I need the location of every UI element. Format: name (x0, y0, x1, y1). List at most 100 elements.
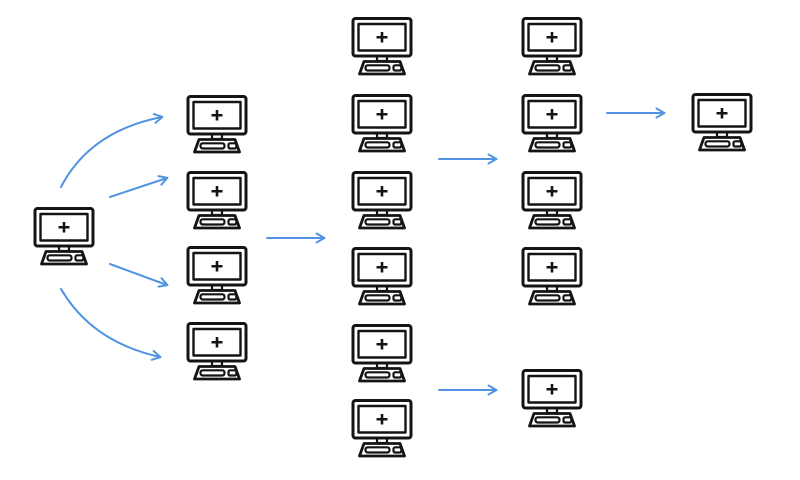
monitor-screen-shape (192, 251, 242, 281)
mouse-shape (392, 446, 403, 454)
monitor-screen-shape (357, 329, 407, 359)
keyboard-keys-shape (199, 369, 226, 377)
monitor-screen-shape (192, 327, 242, 357)
desktop-computer-icon (186, 322, 248, 381)
mouse-shape (227, 142, 238, 150)
keyboard-keys-shape (364, 294, 391, 302)
desktop-computer-icon (521, 171, 583, 230)
keyboard-shape (528, 137, 576, 153)
desktop-computer-icon (351, 399, 413, 458)
plus-symbol-shape (211, 337, 223, 348)
monitor-screen-shape (357, 404, 407, 434)
keyboard-shape (528, 412, 576, 428)
monitor-screen-shape (39, 212, 89, 242)
keyboard-keys-shape (199, 218, 226, 226)
computer-node-d4 (521, 247, 583, 309)
keyboard-keys-shape (534, 218, 561, 226)
keyboard-keys-shape (364, 218, 391, 226)
desktop-computer-icon (186, 171, 248, 230)
computer-node-c2 (351, 94, 413, 156)
keyboard-shape (528, 60, 576, 76)
mouse-shape (562, 141, 573, 149)
plus-symbol-shape (211, 261, 223, 272)
mouse-shape (392, 294, 403, 302)
mouse-shape (392, 218, 403, 226)
computer-node-e1 (691, 93, 753, 155)
plus-symbol-shape (716, 108, 728, 119)
monitor-screen-shape (357, 252, 407, 282)
plus-symbol-shape (376, 109, 388, 120)
keyboard-keys-shape (534, 64, 561, 72)
keyboard-shape (358, 290, 406, 306)
flow-arrow-src-to-b4 (60, 288, 162, 361)
plus-symbol-shape (376, 186, 388, 197)
mouse-shape (227, 218, 238, 226)
plus-symbol-shape (546, 186, 558, 197)
computer-node-b4 (186, 322, 248, 384)
monitor-screen-shape (357, 176, 407, 206)
monitor-screen-shape (527, 22, 577, 52)
keyboard-keys-shape (46, 254, 73, 262)
desktop-computer-icon (521, 17, 583, 76)
desktop-computer-icon (186, 95, 248, 154)
keyboard-keys-shape (364, 141, 391, 149)
computer-node-d1 (521, 17, 583, 79)
keyboard-shape (193, 214, 241, 230)
plus-symbol-shape (376, 414, 388, 425)
desktop-computer-icon (351, 94, 413, 153)
monitor-screen-shape (192, 100, 242, 130)
keyboard-keys-shape (199, 142, 226, 150)
keyboard-shape (698, 136, 746, 152)
computer-node-b3 (186, 246, 248, 308)
monitor-screen-shape (192, 176, 242, 206)
plus-symbol-shape (376, 32, 388, 43)
keyboard-shape (193, 138, 241, 154)
flow-arrow-src-to-b2 (109, 175, 169, 198)
mouse-shape (392, 64, 403, 72)
keyboard-shape (358, 60, 406, 76)
desktop-computer-icon (521, 369, 583, 428)
computer-node-c5 (351, 324, 413, 386)
desktop-computer-icon (691, 93, 753, 152)
keyboard-shape (40, 250, 88, 266)
monitor-screen-shape (357, 22, 407, 52)
desktop-computer-icon (186, 246, 248, 305)
computer-node-b1 (186, 95, 248, 157)
desktop-computer-icon (351, 17, 413, 76)
mouse-shape (562, 64, 573, 72)
mouse-shape (227, 293, 238, 301)
plus-symbol-shape (546, 32, 558, 43)
mouse-shape (732, 140, 743, 148)
keyboard-shape (528, 214, 576, 230)
plus-symbol-shape (376, 339, 388, 350)
mouse-shape (392, 371, 403, 379)
desktop-computer-icon (33, 207, 95, 266)
plus-symbol-shape (211, 186, 223, 197)
keyboard-shape (528, 290, 576, 306)
flow-arrow-src-to-b1 (60, 113, 164, 188)
computer-node-src (33, 207, 95, 269)
keyboard-keys-shape (364, 64, 391, 72)
computer-node-d5 (521, 369, 583, 431)
keyboard-keys-shape (534, 294, 561, 302)
keyboard-keys-shape (534, 141, 561, 149)
computer-node-d2 (521, 94, 583, 156)
monitor-screen-shape (527, 374, 577, 404)
keyboard-keys-shape (199, 293, 226, 301)
keyboard-shape (358, 442, 406, 458)
flow-arrow-src-to-b3 (109, 263, 169, 288)
plus-symbol-shape (546, 384, 558, 395)
computer-node-c1 (351, 17, 413, 79)
computer-node-d3 (521, 171, 583, 233)
keyboard-shape (358, 214, 406, 230)
desktop-computer-icon (351, 171, 413, 230)
monitor-screen-shape (527, 99, 577, 129)
keyboard-keys-shape (364, 446, 391, 454)
monitor-screen-shape (527, 176, 577, 206)
mouse-shape (227, 369, 238, 377)
keyboard-shape (358, 367, 406, 383)
computer-node-c4 (351, 247, 413, 309)
computer-node-c3 (351, 171, 413, 233)
